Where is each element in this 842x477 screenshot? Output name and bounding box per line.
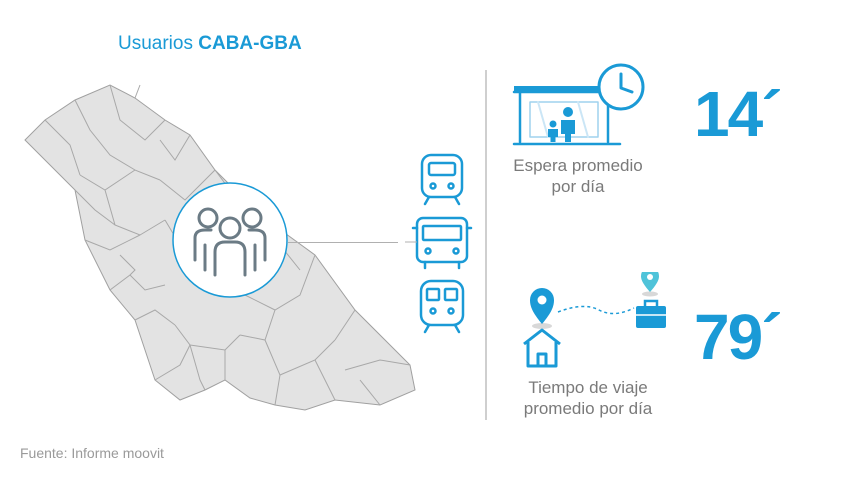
trip-label-line1: Tiempo de viaje: [528, 378, 648, 397]
wait-label-line1: Espera promedio: [513, 156, 643, 175]
transport-icons: [405, 153, 473, 334]
page-title: Usuarios CABA-GBA: [118, 33, 302, 55]
caba-gba-map: [24, 84, 416, 411]
route-line: [557, 305, 635, 315]
trip-label-line2: promedio por día: [523, 399, 653, 418]
person-icon: [548, 107, 575, 142]
subway-icon: [419, 279, 465, 334]
wait-value: 14´: [694, 78, 782, 150]
wait-label-line2: por día: [551, 177, 605, 196]
source-note: Fuente: Informe moovit: [20, 445, 164, 461]
bus-icon: [411, 216, 473, 270]
clock-icon: [597, 63, 645, 111]
trip-value: 79´: [694, 301, 782, 373]
location-pin-icon: [530, 288, 554, 329]
people-group-icon: [172, 182, 288, 298]
location-pin-icon: [641, 272, 659, 297]
home-icon: [523, 328, 561, 368]
vertical-divider: [485, 70, 487, 420]
bus-stop-icon: [512, 63, 645, 146]
title-prefix: Usuarios: [118, 33, 199, 54]
trip-icon: [523, 272, 666, 368]
wait-label: Espera promedio por día: [498, 155, 658, 197]
train-icon: [420, 153, 464, 206]
connector-line: [288, 242, 398, 243]
briefcase-icon: [636, 299, 666, 328]
trip-label: Tiempo de viaje promedio por día: [498, 377, 678, 419]
title-bold: CABA-GBA: [198, 33, 302, 54]
